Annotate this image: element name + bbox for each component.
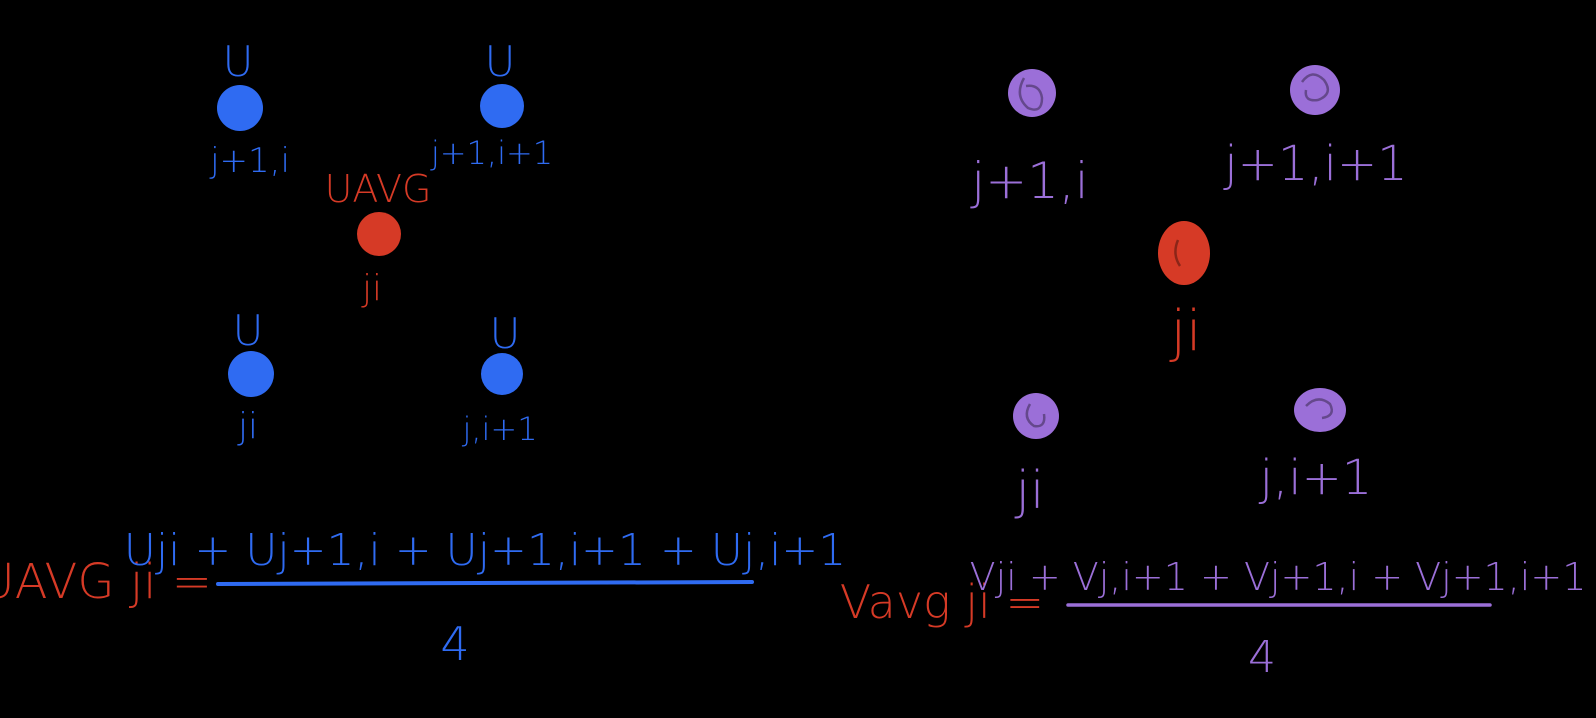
u-node-top-left-dot xyxy=(217,85,263,131)
v-node-bottom-right: j,i+1 xyxy=(1259,388,1373,506)
u-node-top-right-top-label: U xyxy=(485,37,516,86)
v-node-bottom-right-scribble xyxy=(1305,398,1333,420)
u-node-bottom-right: U j,i+1 xyxy=(461,309,537,448)
u-node-bottom-left-top-label: U xyxy=(233,306,264,355)
left-diagram: U j+1,i U j+1,i+1 UAVG ji U ji U j,i+1 xyxy=(0,37,846,671)
u-avg-formula-denominator: 4 xyxy=(440,617,469,671)
v-node-bottom-left-dot xyxy=(1013,393,1059,439)
v-node-top-right-index-label: j+1,i+1 xyxy=(1223,136,1407,192)
u-node-bottom-left-index-label: ji xyxy=(237,406,258,447)
u-avg-formula-numerator: Uji + Uj+1,i + Uj+1,i+1 + Uj,i+1 xyxy=(124,525,847,576)
v-center-node-index-label: ji xyxy=(1168,299,1201,364)
u-avg-node-dot xyxy=(357,212,401,256)
v-node-top-left-index-label: j+1,i xyxy=(970,152,1088,210)
v-avg-formula-denominator: 4 xyxy=(1248,632,1276,683)
u-node-top-left-index-label: j+1,i xyxy=(209,141,290,181)
u-avg-node: UAVG ji xyxy=(325,167,432,309)
u-node-bottom-left: U ji xyxy=(228,306,274,447)
v-node-top-right-dot xyxy=(1290,65,1340,115)
u-node-bottom-right-dot xyxy=(481,353,523,395)
u-node-bottom-left-dot xyxy=(228,351,274,397)
v-node-bottom-left: ji xyxy=(1013,393,1059,521)
u-node-top-right-dot xyxy=(480,84,524,128)
v-avg-formula-lhs: Vavg ji = xyxy=(840,575,1044,629)
v-center-node-scribble xyxy=(1174,239,1182,267)
v-node-top-left-dot xyxy=(1008,69,1056,117)
v-node-bottom-left-index-label: ji xyxy=(1015,461,1045,521)
v-avg-formula: Vavg ji = Vji + Vj,i+1 + Vj+1,i + Vj+1,i… xyxy=(840,555,1587,683)
u-node-top-left-top-label: U xyxy=(223,37,254,86)
u-node-bottom-right-index-label: j,i+1 xyxy=(461,410,537,448)
v-center-node: ji xyxy=(1158,221,1210,364)
v-node-bottom-right-dot xyxy=(1294,388,1346,432)
u-avg-formula-lhs: UAVG ji = xyxy=(0,554,212,610)
u-avg-node-index-label: ji xyxy=(361,268,382,309)
v-avg-formula-numerator: Vji + Vj,i+1 + Vj+1,i + Vj+1,i+1 xyxy=(970,555,1587,599)
v-node-bottom-left-scribble xyxy=(1025,403,1046,428)
u-avg-formula: UAVG ji = Uji + Uj+1,i + Uj+1,i+1 + Uj,i… xyxy=(0,525,846,671)
u-node-top-right: U j+1,i+1 xyxy=(430,37,553,172)
u-avg-node-top-label: UAVG xyxy=(325,167,432,211)
v-node-bottom-right-index-label: j,i+1 xyxy=(1259,450,1373,506)
v-node-top-left: j+1,i xyxy=(970,69,1089,210)
v-node-top-left-scribble xyxy=(1018,77,1044,111)
u-node-top-left: U j+1,i xyxy=(209,37,290,181)
right-diagram: j+1,i j+1,i+1 ji ji j,i+1 Vavg ji xyxy=(840,65,1587,683)
u-node-top-right-index-label: j+1,i+1 xyxy=(430,134,553,172)
v-center-node-dot xyxy=(1158,221,1210,285)
v-node-top-right: j+1,i+1 xyxy=(1223,65,1408,192)
u-node-bottom-right-top-label: U xyxy=(490,309,521,358)
u-avg-formula-fraction-bar xyxy=(216,580,754,586)
v-node-top-right-scribble xyxy=(1300,73,1330,102)
